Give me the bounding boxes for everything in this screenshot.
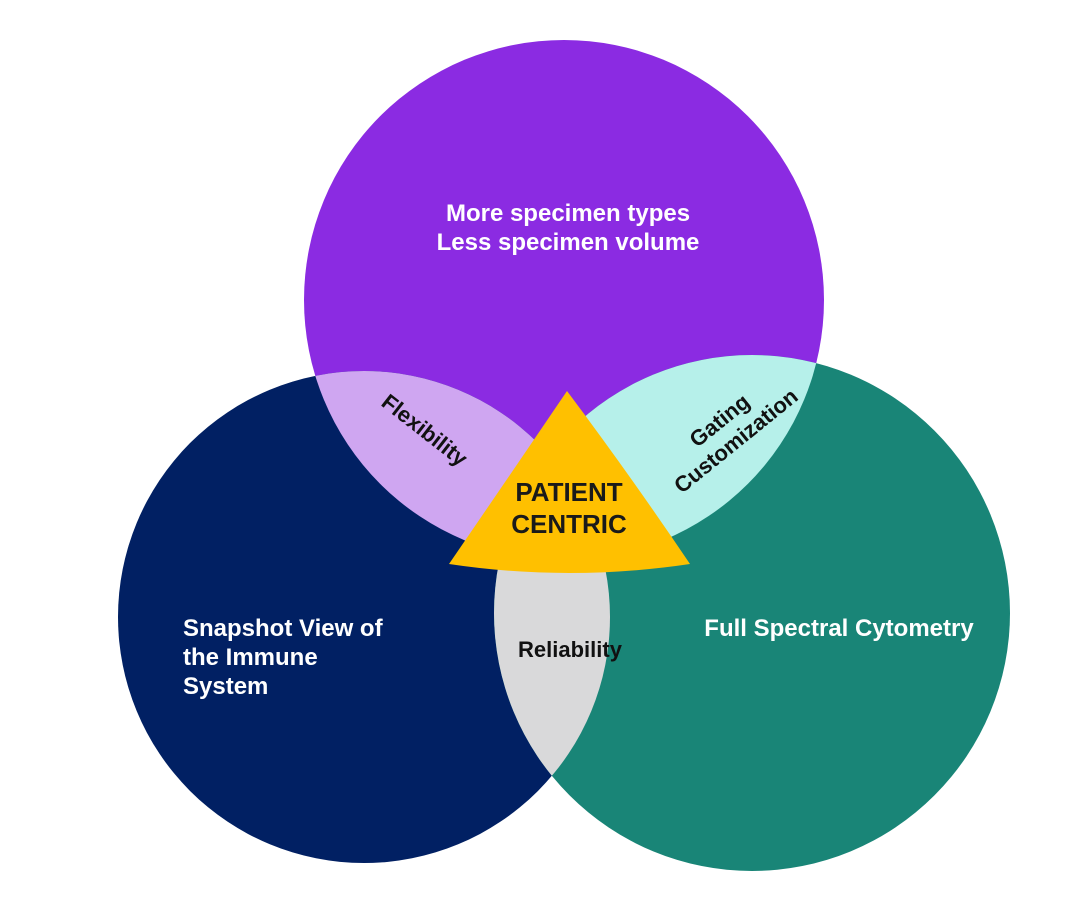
top-circle-label-line-2: Less specimen volume	[437, 229, 700, 256]
top-circle-label-line-1: More specimen types	[446, 200, 690, 227]
center-label-line-1: PATIENT	[515, 477, 622, 507]
center-triangle	[449, 391, 690, 573]
center-label-line-2: CENTRIC	[511, 509, 627, 539]
left-circle-label-line-2: the Immune	[183, 644, 318, 671]
left-circle-label-line-3: System	[183, 673, 268, 700]
right-circle-label: Full Spectral Cytometry	[704, 615, 974, 642]
overlap-top-left	[304, 371, 610, 560]
overlap-left-right-label: Reliability	[518, 637, 623, 662]
left-circle-label-line-1: Snapshot View of	[183, 615, 384, 642]
